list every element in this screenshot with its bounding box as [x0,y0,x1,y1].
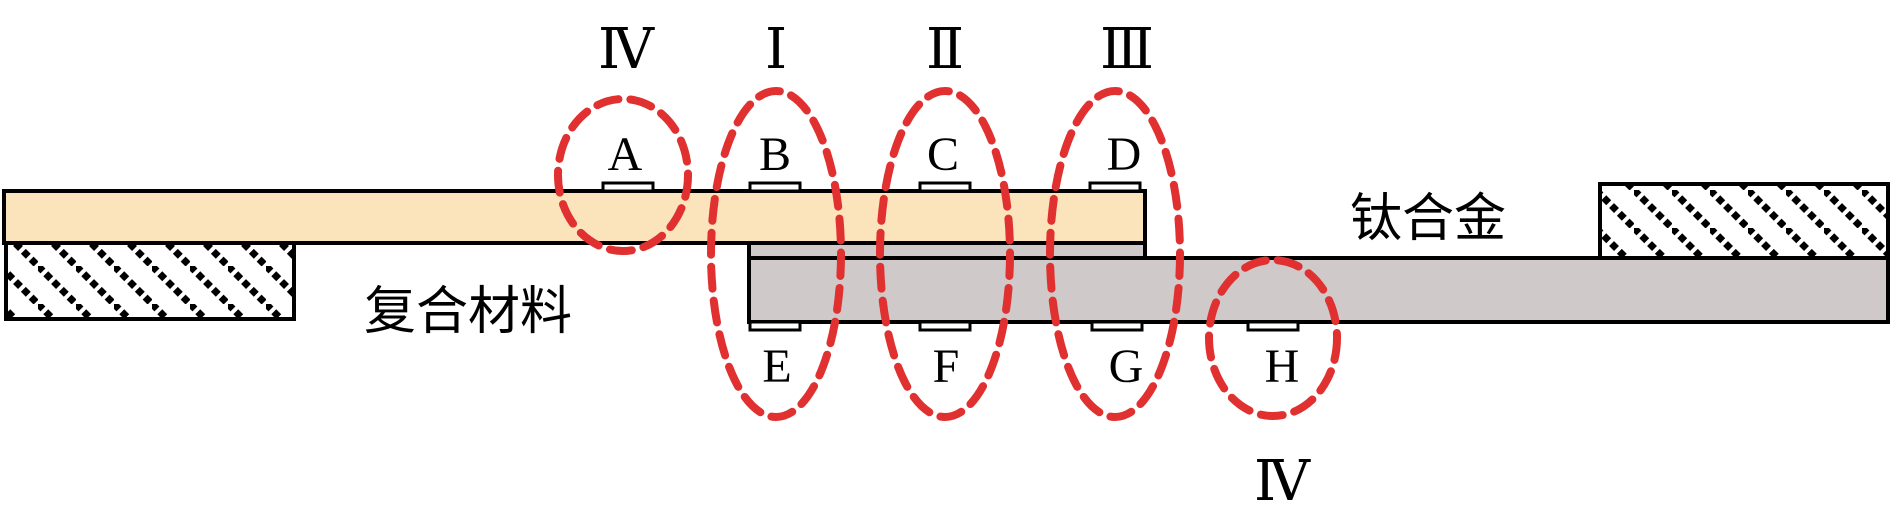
region-i-ellipse [707,87,845,421]
region-iii-ellipse [1046,87,1184,421]
gauge-label-d: D [1107,128,1142,181]
gauge-pad-a [601,181,655,193]
titanium-plate [747,256,1890,324]
region-iv-top-ellipse [554,95,692,255]
left-clamp-fixture [4,241,296,321]
gauge-pad-d [1088,181,1142,193]
right-clamp-fixture [1598,182,1890,262]
region-iv-bottom-label: Ⅳ [1254,449,1311,514]
gauge-label-f: F [933,340,960,393]
gauge-label-b: B [759,128,791,181]
region-iv-top-label: Ⅳ [598,17,655,82]
composite-plate [2,189,1147,245]
gauge-pad-e [748,320,802,332]
region-i-label: Ⅰ [765,17,787,82]
composite-material-label: 复合材料 [364,282,572,342]
gauge-label-c: C [927,128,959,181]
region-iii-label: Ⅲ [1100,17,1154,82]
titanium-alloy-label: 钛合金 [1350,189,1506,249]
gauge-pad-g [1090,320,1144,332]
gauge-pad-f [918,320,972,332]
region-iv-bottom-ellipse [1205,256,1341,420]
gauge-pad-c [918,181,972,193]
gauge-label-g: G [1109,340,1144,393]
region-ii-ellipse [876,87,1014,421]
gauge-label-h: H [1265,340,1300,393]
overlap-edge [747,241,1147,260]
gauge-label-e: E [762,340,791,393]
gauge-pad-h [1246,320,1300,332]
gauge-label-a: A [608,128,643,181]
gauge-pad-b [748,181,802,193]
region-ii-label: Ⅱ [926,17,964,82]
